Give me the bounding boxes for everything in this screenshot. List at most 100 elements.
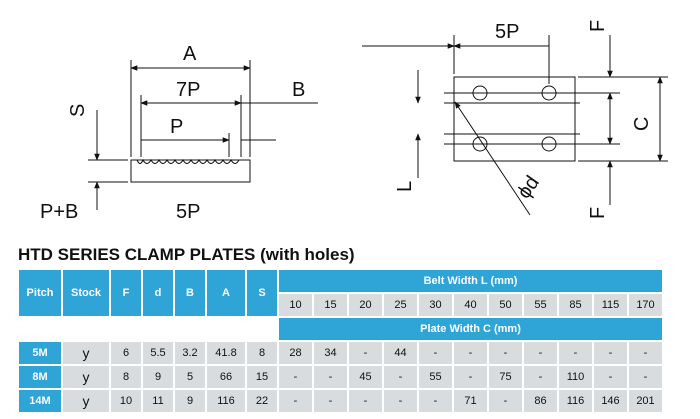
spec-cell-f: 8: [111, 366, 141, 388]
plate-width-cell: -: [419, 342, 452, 364]
spec-cell-stock: y: [63, 390, 109, 412]
plate-width-cell: -: [629, 366, 662, 388]
belt-width-cell: 30: [419, 294, 452, 316]
plate-width-cell: -: [384, 390, 417, 412]
spec-cell-stock: y: [63, 342, 109, 364]
pitch-cell: 14M: [19, 390, 61, 412]
plate-width-cell: -: [279, 366, 312, 388]
header-stock: Stock: [63, 270, 109, 316]
spec-cell-s: 8: [247, 342, 277, 364]
spec-cell-f: 10: [111, 390, 141, 412]
plate-width-cell: -: [629, 342, 662, 364]
clamp-plate-table: Pitch Stock F d B A S Belt Width L (mm) …: [17, 268, 664, 414]
hole-bottom-left: [472, 136, 488, 152]
pitch-cell: 5M: [19, 342, 61, 364]
plate-width-cell: 55: [419, 366, 452, 388]
spacer-cell: [19, 318, 277, 340]
header-pitch: Pitch: [19, 270, 61, 316]
belt-width-cell: 50: [489, 294, 522, 316]
pitch-cell: 8M: [19, 366, 61, 388]
header-plate-width: Plate Width C (mm): [279, 318, 662, 340]
plate-width-cell: -: [489, 390, 522, 412]
plate-width-cell: 44: [384, 342, 417, 364]
belt-width-cell: 170: [629, 294, 662, 316]
plate-width-cell: -: [419, 390, 452, 412]
dim-label-S: S: [67, 104, 89, 117]
plate-width-cell: -: [594, 366, 627, 388]
plate-width-cell: 116: [559, 390, 592, 412]
belt-width-cell: 10: [279, 294, 312, 316]
spec-cell-d: 5.5: [143, 342, 173, 364]
plate-width-cell: 75: [489, 366, 522, 388]
belt-width-cell: 15: [314, 294, 347, 316]
side-view-drawing: [88, 60, 318, 210]
plate-width-cell: -: [489, 342, 522, 364]
plate-width-cell: 146: [594, 390, 627, 412]
dim-label-B: B: [292, 79, 305, 101]
spec-cell-s: 22: [247, 390, 277, 412]
teeth-profile: [131, 158, 250, 164]
spec-cell-a: 41.8: [207, 342, 245, 364]
dim-label-5P-right: 5P: [495, 21, 519, 43]
plate-width-cell: 71: [454, 390, 487, 412]
spec-cell-a: 116: [207, 390, 245, 412]
plate-width-cell: -: [279, 390, 312, 412]
spec-cell-d: 9: [143, 366, 173, 388]
header-A: A: [207, 270, 245, 316]
plate-width-cell: -: [524, 342, 557, 364]
plate-width-cell: 201: [629, 390, 662, 412]
header-belt-width: Belt Width L (mm): [279, 270, 662, 292]
plate-width-cell: -: [314, 390, 347, 412]
plate-top-outline: [453, 76, 576, 162]
spec-cell-b: 3.2: [175, 342, 205, 364]
top-view-drawing: [362, 35, 668, 216]
header-row-plate: Plate Width C (mm): [19, 318, 662, 340]
plate-width-cell: 45: [349, 366, 382, 388]
page-title: HTD SERIES CLAMP PLATES (with holes): [18, 245, 355, 264]
plate-width-cell: 34: [314, 342, 347, 364]
plate-width-cell: -: [349, 342, 382, 364]
header-d: d: [143, 270, 173, 316]
dim-label-L: L: [394, 181, 416, 192]
plate-width-cell: -: [559, 342, 592, 364]
hole-bottom-right: [541, 136, 557, 152]
hole-top-left: [472, 85, 488, 101]
plate-width-cell: -: [384, 366, 417, 388]
plate-width-cell: -: [454, 366, 487, 388]
spec-cell-b: 9: [175, 390, 205, 412]
spec-cell-d: 11: [143, 390, 173, 412]
header-S: S: [247, 270, 277, 316]
plate-width-cell: 28: [279, 342, 312, 364]
dim-label-5P-left: 5P: [176, 201, 200, 223]
dim-label-PB: P+B: [40, 201, 78, 223]
dim-label-7P: 7P: [176, 79, 200, 101]
header-F: F: [111, 270, 141, 316]
belt-width-cell: 20: [349, 294, 382, 316]
plate-width-cell: -: [594, 342, 627, 364]
plate-width-cell: -: [524, 366, 557, 388]
plate-width-cell: -: [454, 342, 487, 364]
plate-width-cell: 86: [524, 390, 557, 412]
dim-label-phi-d: ϕd: [513, 172, 544, 203]
plate-width-cell: -: [349, 390, 382, 412]
hole-top-right: [541, 85, 557, 101]
spec-cell-stock: y: [63, 366, 109, 388]
dim-label-A: A: [183, 43, 197, 65]
plate-width-cell: -: [314, 366, 347, 388]
belt-width-cell: 85: [559, 294, 592, 316]
spec-cell-a: 66: [207, 366, 245, 388]
belt-width-cell: 25: [384, 294, 417, 316]
spec-cell-b: 5: [175, 366, 205, 388]
belt-width-cell: 55: [524, 294, 557, 316]
leader-phi-d: [454, 101, 531, 216]
dim-label-F-bottom: F: [587, 207, 609, 219]
spec-cell-f: 6: [111, 342, 141, 364]
plate-width-cell: 110: [559, 366, 592, 388]
spec-cell-s: 15: [247, 366, 277, 388]
dim-label-C: C: [631, 117, 653, 131]
header-B: B: [175, 270, 205, 316]
technical-drawing: A 7P B P S P+B 5P 5P F: [40, 20, 668, 223]
